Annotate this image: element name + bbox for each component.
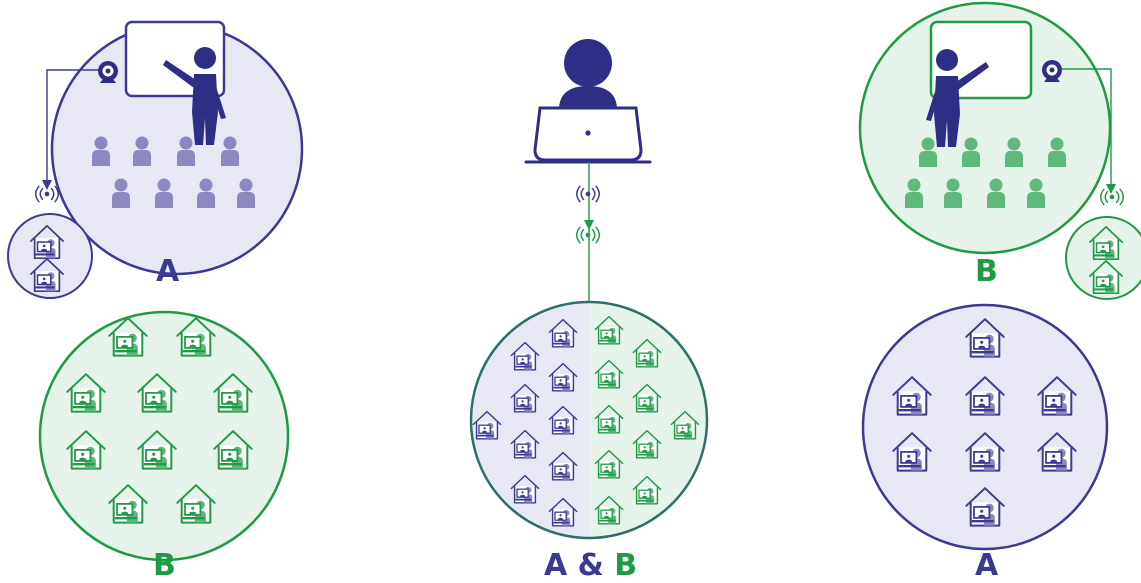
left-remote-label: B: [153, 548, 176, 583]
home-icon: [548, 451, 578, 481]
center-label: A & B: [544, 551, 637, 581]
home-learning-icon: [29, 225, 65, 293]
home-icon: [965, 376, 1005, 416]
home-learning-icon: [66, 317, 253, 524]
home-icon: [176, 317, 216, 357]
webcam-icon: [1042, 60, 1062, 82]
home-icon: [108, 317, 148, 357]
home-learning-icon: [1088, 226, 1124, 295]
center-label-b: B: [614, 548, 638, 583]
home-icon: [594, 495, 624, 525]
home-icon: [137, 373, 177, 413]
left-classroom-label: A: [156, 254, 180, 289]
left-remote-circle: [38, 310, 290, 562]
home-icon: [1037, 432, 1077, 472]
right-classroom-label: B: [975, 254, 998, 289]
home-icon: [510, 341, 540, 371]
teacher-at-whiteboard-icon: [163, 47, 226, 145]
center-label-a: A: [544, 548, 568, 583]
right-remote-circle: [861, 303, 1109, 551]
home-icon: [1037, 376, 1077, 416]
home-icon: [548, 318, 578, 348]
left-classroom-circle: [34, 20, 304, 276]
home-icon: [66, 430, 106, 470]
home-icon: [472, 410, 502, 440]
home-icon: [548, 362, 578, 392]
right-classroom-circle: [858, 1, 1125, 255]
home-icon: [1088, 226, 1124, 261]
home-icon: [892, 432, 932, 472]
home-icon: [892, 376, 932, 416]
home-icon: [510, 429, 540, 459]
home-icon: [213, 430, 253, 470]
teacher-at-whiteboard-icon: [926, 49, 989, 147]
home-icon: [510, 474, 540, 504]
home-icon: [548, 405, 578, 435]
home-icon: [213, 373, 253, 413]
right-small-remote-circle: [1065, 216, 1141, 300]
webcam-connection: [46, 69, 98, 182]
home-icon: [632, 383, 662, 413]
home-icon: [965, 487, 1005, 527]
webcam-connection: [1062, 68, 1112, 186]
home-icon: [632, 338, 662, 368]
home-icon: [1088, 260, 1124, 295]
home-icon: [594, 359, 624, 389]
shared-remote-circle: [469, 300, 709, 540]
right-remote-label: A: [975, 548, 999, 583]
teacher-with-laptop-icon: [524, 39, 652, 164]
left-small-remote-circle: [7, 213, 93, 299]
home-icon: [548, 497, 578, 527]
home-icon: [632, 475, 662, 505]
wireless-signal-icon: [575, 185, 601, 203]
webcam-icon: [98, 61, 118, 83]
home-icon: [510, 383, 540, 413]
home-icon: [632, 429, 662, 459]
home-icon: [66, 373, 106, 413]
home-icon: [594, 315, 624, 345]
home-icon: [670, 410, 700, 440]
home-learning-icon: [892, 318, 1077, 527]
wireless-signal-icon: [575, 226, 601, 244]
home-icon: [594, 449, 624, 479]
home-icon: [594, 404, 624, 434]
home-icon: [176, 484, 216, 524]
center-label-amp: &: [577, 548, 604, 583]
home-icon: [965, 432, 1005, 472]
home-icon: [108, 484, 148, 524]
home-icon: [29, 258, 65, 293]
home-icon: [137, 430, 177, 470]
home-learning-icon: [472, 315, 700, 527]
home-icon: [965, 318, 1005, 358]
